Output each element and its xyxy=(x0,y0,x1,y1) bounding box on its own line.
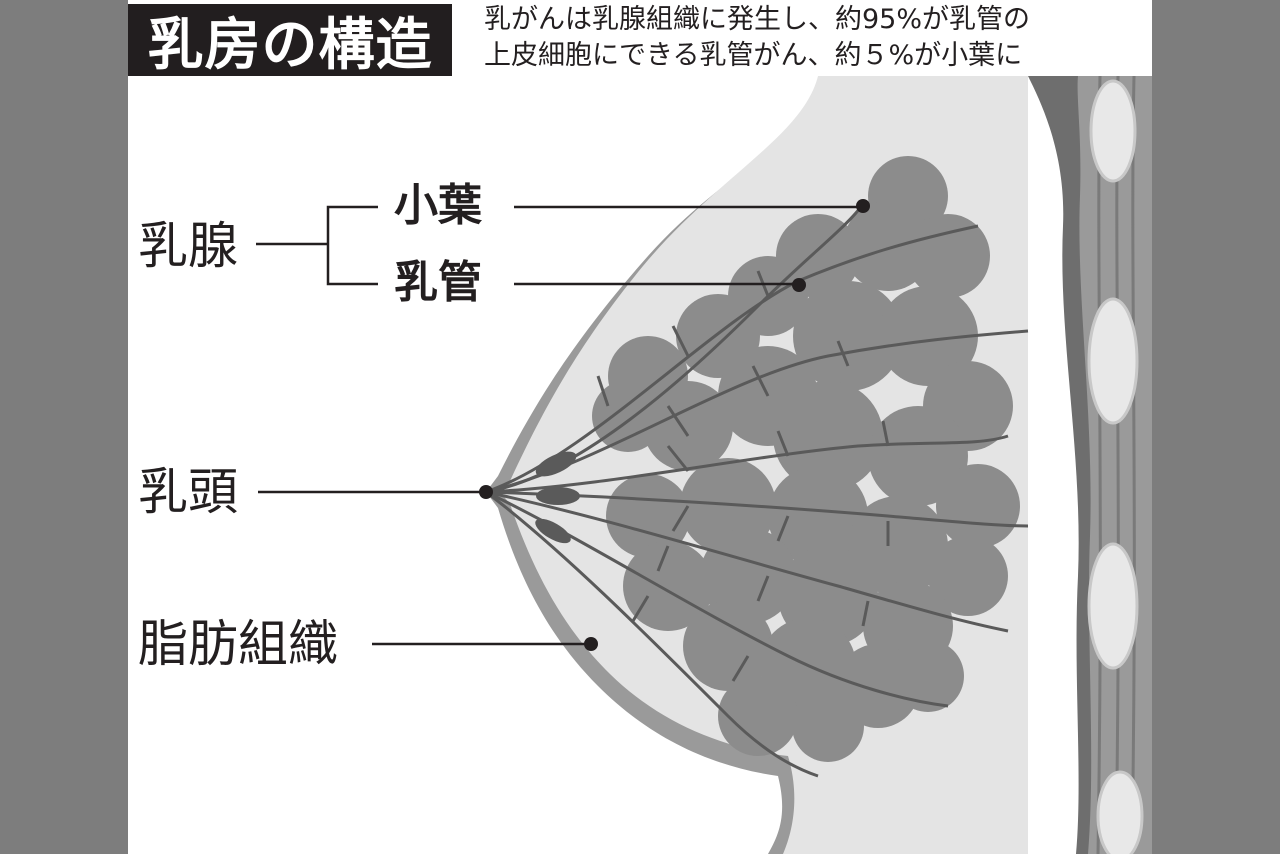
breast-structure-diagram xyxy=(256,76,1152,854)
gland-lobules xyxy=(592,156,1020,762)
ducts xyxy=(485,203,1029,778)
leader-lines xyxy=(256,205,861,646)
duct-sinuses xyxy=(535,451,580,544)
rib-bones xyxy=(1087,79,1144,854)
label-mammary-gland: 乳腺 xyxy=(138,217,238,275)
label-lobule: 小葉 xyxy=(394,180,482,231)
title-box: 乳房の構造 xyxy=(128,4,452,78)
subtitle-line-2: 上皮細胞にできる乳管がん、約５%が小葉に xyxy=(484,40,1023,71)
subtitle-line-1: 乳がんは乳腺組織に発生し、約95%が乳管の xyxy=(484,4,1031,35)
leader-dots xyxy=(479,199,870,651)
page-title: 乳房の構造 xyxy=(147,12,433,78)
label-duct: 乳管 xyxy=(394,257,482,308)
label-fat-tissue: 脂肪組織 xyxy=(138,615,338,673)
label-nipple: 乳頭 xyxy=(138,463,238,521)
